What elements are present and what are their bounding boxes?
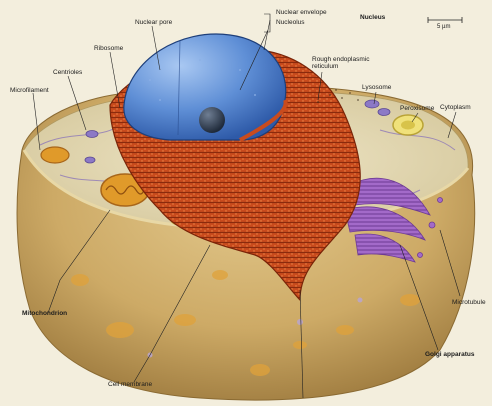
label-lysosome: Lysosome [362, 84, 391, 91]
label-cell-membrane: Cell membrane [108, 381, 152, 388]
scale-bar-label: 5 µm [437, 24, 450, 30]
label-ribosome: Ribosome [94, 45, 123, 52]
label-golgi-apparatus: Golgi apparatus [425, 351, 474, 358]
label-nuclear-envelope: Nuclear envelope [276, 9, 327, 16]
label-nuclear-pore: Nuclear pore [135, 19, 172, 26]
label-rough-er: Rough endoplasmic reticulum [312, 56, 372, 70]
label-peroxisome: Peroxisome [400, 105, 434, 112]
label-cytoplasm: Cytoplasm [440, 104, 471, 111]
label-microtubule: Microtubule [452, 299, 486, 306]
nucleus [124, 34, 286, 140]
scale-bar [428, 17, 462, 23]
label-nucleus: Nucleus [360, 14, 385, 21]
label-centrioles: Centrioles [53, 69, 82, 76]
label-microfilament: Microfilament [10, 87, 49, 94]
label-nucleolus: Nucleolus [276, 19, 305, 26]
nucleolus [199, 107, 225, 133]
label-mitochondrion: Mitochondrion [22, 310, 67, 317]
